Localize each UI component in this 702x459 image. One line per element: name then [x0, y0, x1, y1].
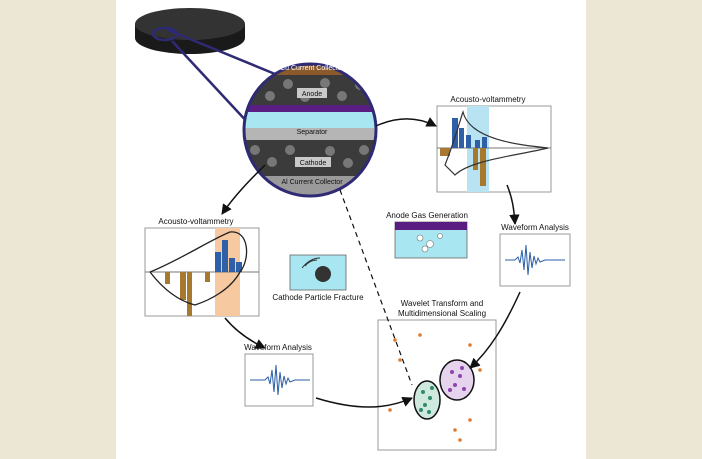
- anode-gas-title: Anode Gas Generation: [386, 211, 468, 220]
- cu-collector-label: Cu Current Collector: [280, 65, 344, 72]
- mds-scatter-plot: [377, 319, 497, 451]
- waveform-left-title: Waveform Analysis: [244, 343, 312, 352]
- fractured-particle-icon: [289, 254, 347, 291]
- zoom-lines: [167, 28, 276, 126]
- al-collector-label: Al Current Collector: [281, 179, 343, 186]
- cathode-label: Cathode: [300, 160, 327, 167]
- acousto-left-plot: [144, 227, 260, 317]
- acousto-left-title: Acousto-voltammetry: [158, 217, 233, 226]
- flow-arrows: [221, 117, 521, 408]
- wavelet-title-line1: Wavelet Transform and: [401, 299, 483, 308]
- gas-bubble-icon: [394, 221, 468, 259]
- cathode-fracture-title: Cathode Particle Fracture: [272, 293, 364, 302]
- acousto-top-title: Acousto-voltammetry: [450, 95, 525, 104]
- anode-label: Anode: [302, 91, 322, 98]
- dashed-link: [339, 189, 413, 386]
- waveform-right-plot: [499, 233, 571, 287]
- waveform-left-plot: [244, 353, 314, 407]
- acousto-top-plot: [436, 105, 552, 193]
- separator-label: Separator: [297, 129, 328, 136]
- waveform-right-title: Waveform Analysis: [501, 223, 569, 232]
- cell-cross-section: [242, 62, 378, 198]
- wavelet-title-line2: Multidimensional Scaling: [398, 309, 486, 318]
- coin-cell-icon: [135, 8, 245, 54]
